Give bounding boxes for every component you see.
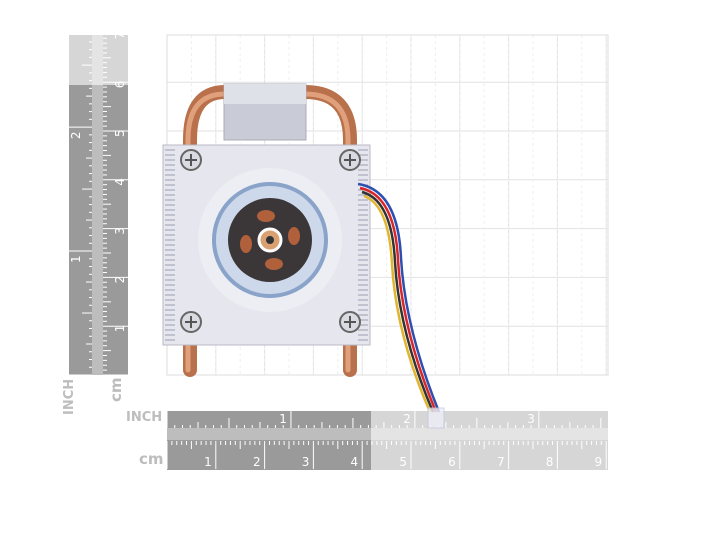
cm-tick-label: 2 bbox=[253, 455, 261, 469]
fan-cable bbox=[357, 182, 441, 413]
inch-tick-label: 1 bbox=[279, 412, 287, 426]
inch-tick-label: 3 bbox=[527, 412, 535, 426]
cm-tick-label: 9 bbox=[595, 455, 603, 469]
inch-tick-label: 1 bbox=[69, 255, 83, 263]
cm-tick-label: 3 bbox=[113, 227, 127, 235]
fan-coils bbox=[240, 210, 300, 270]
horizontal-ruler: 1 2 3 4 5 6 7 8 9 1 2 3 bbox=[166, 411, 608, 470]
cpu-cooler bbox=[162, 83, 445, 429]
cm-tick-label: 1 bbox=[204, 455, 212, 469]
h-cm-label: cm bbox=[139, 450, 164, 468]
ruler-gap bbox=[92, 35, 103, 375]
v-inch-label: INCH bbox=[62, 378, 77, 415]
cm-tick-label: 6 bbox=[448, 455, 456, 469]
cm-tick-label: 7 bbox=[113, 32, 127, 40]
ruler-light bbox=[69, 35, 128, 85]
ruler-gap bbox=[167, 428, 608, 440]
cm-tick-label: 5 bbox=[399, 455, 407, 469]
cm-tick-label: 5 bbox=[113, 129, 127, 137]
v-cm-label: cm bbox=[107, 377, 125, 402]
cable-connector bbox=[427, 407, 445, 429]
cm-tick-label: 4 bbox=[113, 178, 127, 186]
cm-tick-label: 8 bbox=[546, 455, 554, 469]
vertical-ruler: 1 2 3 4 5 6 7 1 2 bbox=[69, 32, 128, 376]
inch-tick-label: 2 bbox=[403, 412, 411, 426]
cm-tick-label: 4 bbox=[351, 455, 359, 469]
cm-tick-label: 1 bbox=[113, 325, 127, 333]
cm-tick-label: 7 bbox=[497, 455, 505, 469]
inch-tick-label: 2 bbox=[69, 131, 83, 139]
cm-tick-label: 2 bbox=[113, 276, 127, 284]
cm-tick-label: 3 bbox=[302, 455, 310, 469]
ruler-dark bbox=[167, 411, 371, 470]
cm-tick-label: 6 bbox=[113, 81, 127, 89]
heat-pipes bbox=[183, 85, 357, 377]
h-inch-label: INCH bbox=[126, 410, 163, 425]
